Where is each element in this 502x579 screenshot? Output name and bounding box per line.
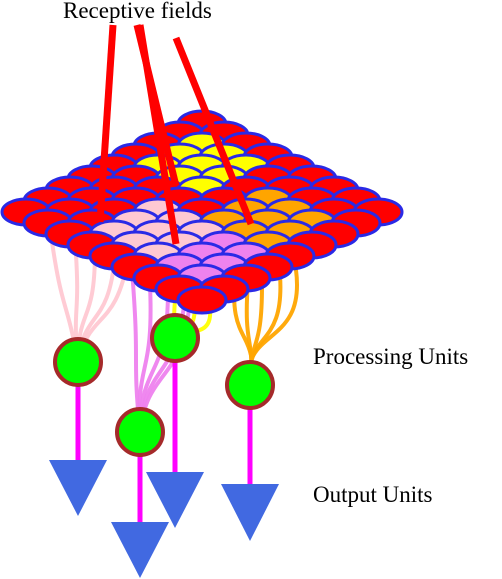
output-unit-icon xyxy=(146,472,204,528)
processing-units-label: Processing Units xyxy=(313,344,469,369)
processing-unit-icon xyxy=(115,407,165,457)
receptive-grid xyxy=(0,109,404,315)
pointer-line xyxy=(96,24,117,223)
pointer-line xyxy=(172,36,255,226)
processing-unit-icon xyxy=(150,313,200,363)
output-unit-icon xyxy=(111,522,169,578)
processing-units xyxy=(49,313,279,578)
output-unit-icon xyxy=(221,484,279,541)
receptive-field-pointers xyxy=(96,24,255,245)
output-units-label: Output Units xyxy=(313,482,433,507)
output-unit-icon xyxy=(49,460,107,516)
processing-unit-icon xyxy=(53,337,103,387)
processing-unit-icon xyxy=(225,360,275,410)
receptive-fields-label: Receptive fields xyxy=(63,0,212,23)
grid-cell xyxy=(176,285,228,315)
pointer-line xyxy=(136,24,180,245)
